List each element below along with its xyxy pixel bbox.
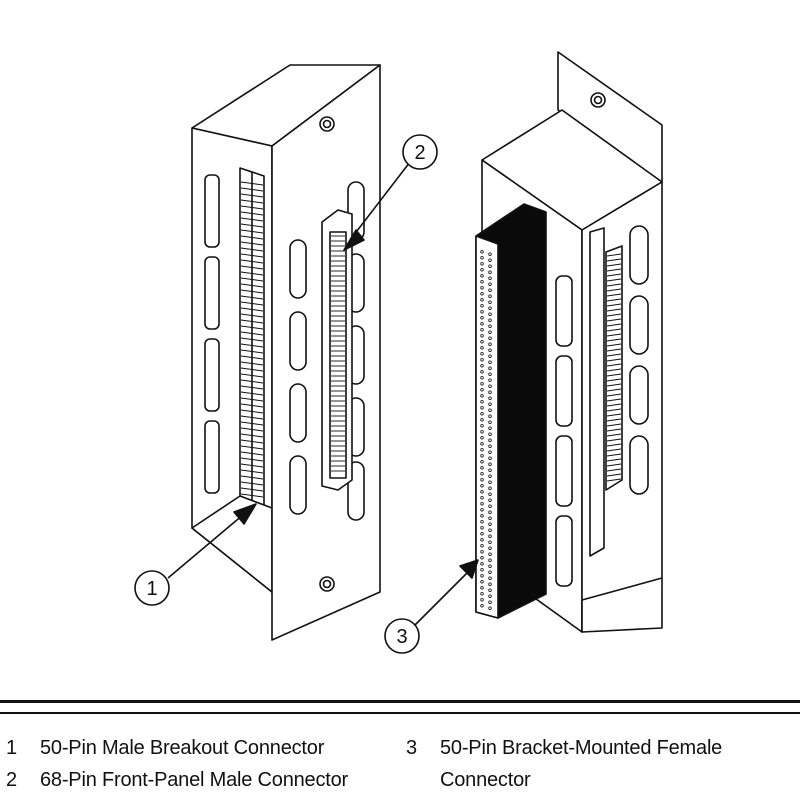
legend-item-number: 3 <box>406 737 417 759</box>
legend-item-number: 1 <box>6 737 17 759</box>
legend-rule-top <box>0 700 800 703</box>
legend-item-number: 2 <box>6 769 17 791</box>
legend-rule-second <box>0 712 800 714</box>
legend-item-text: 50-Pin Male Breakout Connector <box>40 737 325 759</box>
female-connector <box>475 203 547 619</box>
right-side-slots <box>555 275 573 587</box>
callout-3 <box>384 559 479 654</box>
right-end-slots <box>629 225 649 495</box>
callout-3-label: 3 <box>396 626 407 648</box>
right-inner-strip <box>589 227 623 557</box>
legend: 1 50-Pin Male Breakout Connector 2 68-Pi… <box>0 700 800 800</box>
left-side-slots <box>204 174 220 494</box>
legend-item-text: 68-Pin Front-Panel Male Connector <box>40 769 348 791</box>
front-panel-hole-top <box>319 116 335 132</box>
callout-1-label: 1 <box>146 578 157 600</box>
callout-2-label: 2 <box>414 142 425 164</box>
right-assembly <box>475 51 663 633</box>
breakout-connector <box>239 167 265 509</box>
left-assembly <box>191 64 381 641</box>
legend-item-text: 50-Pin Bracket-Mounted Female <box>440 737 723 759</box>
callout-2 <box>343 134 438 251</box>
front-panel-connector <box>321 209 353 491</box>
bracket-bottom-tab <box>581 577 663 633</box>
front-panel-hole-bottom <box>319 576 335 592</box>
legend-item-text-continued: Connector <box>440 769 531 791</box>
callout-1 <box>134 503 257 606</box>
